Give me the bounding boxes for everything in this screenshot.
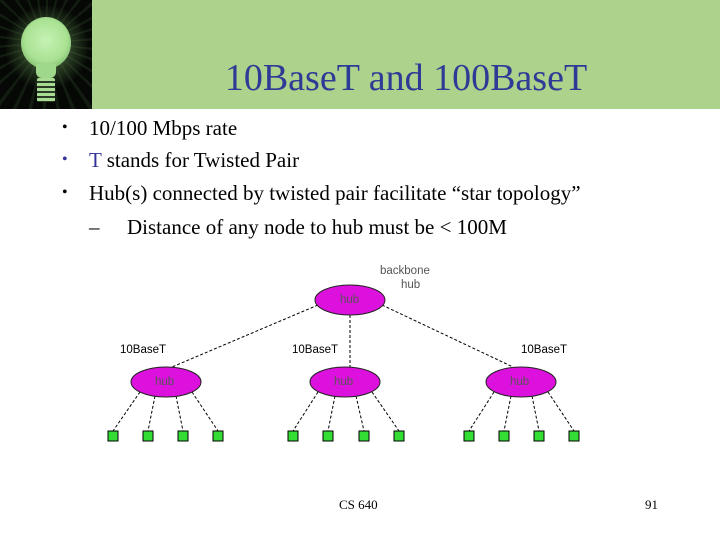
backbone-hub-icon: [314, 284, 386, 316]
bullet-rest-text: stands for Twisted Pair: [101, 148, 300, 172]
bullet-text: Hub(s) connected by twisted pair facilit…: [89, 181, 581, 205]
backbone-caption-line2: hub: [401, 279, 421, 291]
hub-icon: [485, 366, 557, 398]
bullet-text: T stands for Twisted Pair: [89, 146, 299, 174]
bullet-marker: •: [62, 151, 68, 168]
node-icon: [107, 430, 119, 442]
lightbulb-logo-icon: [0, 0, 92, 109]
bulb-neck: [36, 64, 56, 78]
bullet-marker: •: [62, 184, 68, 201]
hub-nodes: [130, 284, 557, 398]
bullet-text: 10/100 Mbps rate: [89, 116, 238, 140]
bulb-globe: [21, 17, 71, 69]
node-icon: [498, 430, 510, 442]
node-icon: [177, 430, 189, 442]
node-icon: [212, 430, 224, 442]
node-icon: [393, 430, 405, 442]
node-icon: [322, 430, 334, 442]
segment-label: 10BaseT: [292, 344, 339, 356]
hub-label: hub: [510, 376, 530, 388]
hub-label: hub: [155, 376, 175, 388]
node-icon: [533, 430, 545, 442]
slide-title: 10BaseT and 100BaseT: [224, 57, 588, 99]
node-icon: [287, 430, 299, 442]
backbone-caption-line1: backbone: [380, 265, 430, 277]
footer-course: CS 640: [339, 497, 378, 512]
sub-bullet-text: Distance of any node to hub must be < 10…: [127, 215, 507, 239]
sub-bullet-marker: –: [89, 215, 100, 239]
bullet-marker: •: [62, 119, 68, 136]
diagram-links: [112, 304, 575, 432]
bullet-accent-text: T: [89, 148, 102, 172]
node-icon: [463, 430, 475, 442]
header-band: [0, 0, 720, 109]
end-nodes: [107, 430, 580, 442]
hub-icon: [130, 366, 202, 398]
footer-page-number: 91: [645, 497, 658, 512]
segment-label: 10BaseT: [521, 344, 568, 356]
node-icon: [568, 430, 580, 442]
hub-icon: [309, 366, 381, 398]
node-icon: [358, 430, 370, 442]
bulb-base: [37, 78, 55, 102]
hub-label: hub: [334, 376, 354, 388]
segment-label: 10BaseT: [120, 344, 167, 356]
node-icon: [142, 430, 154, 442]
backbone-hub-label: hub: [340, 294, 360, 306]
